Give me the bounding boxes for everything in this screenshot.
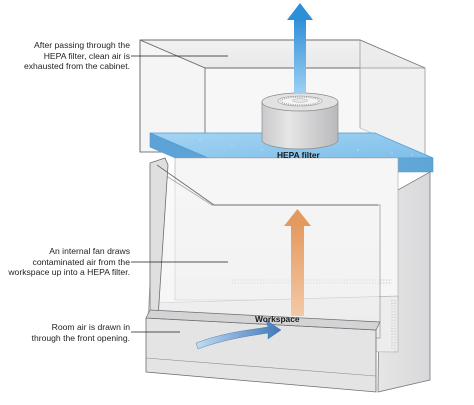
callout-fan: An internal fan draws contaminated air f… xyxy=(8,246,130,278)
callout-room-air-line2: through the front opening. xyxy=(31,332,130,343)
callout-room-air-line1: Room air is drawn in xyxy=(51,322,130,332)
workspace-label: Workspace xyxy=(255,314,300,324)
callout-exhaust-line3: exhausted from the cabinet. xyxy=(23,61,130,72)
callout-exhaust-line2: HEPA filter, clean air is xyxy=(43,50,130,61)
callout-fan-line3: workspace up into a HEPA filter. xyxy=(8,267,130,278)
callout-exhaust: After passing through the HEPA filter, c… xyxy=(24,40,130,72)
clean-air-arrow xyxy=(287,3,313,94)
room-air-arrow xyxy=(195,319,282,350)
callout-exhaust-line1: After passing through the xyxy=(33,40,130,50)
callout-room-air: Room air is drawn in through the front o… xyxy=(32,322,130,343)
callout-fan-line2: contaminated air from the xyxy=(32,256,130,267)
callout-fan-line1: An internal fan draws xyxy=(49,246,130,256)
leader-lines xyxy=(131,55,228,333)
hepa-filter-label: HEPA filter xyxy=(277,150,320,160)
contaminated-air-arrow xyxy=(284,209,311,316)
lower-cabinet xyxy=(145,157,431,393)
fan-cylinder xyxy=(261,92,339,150)
